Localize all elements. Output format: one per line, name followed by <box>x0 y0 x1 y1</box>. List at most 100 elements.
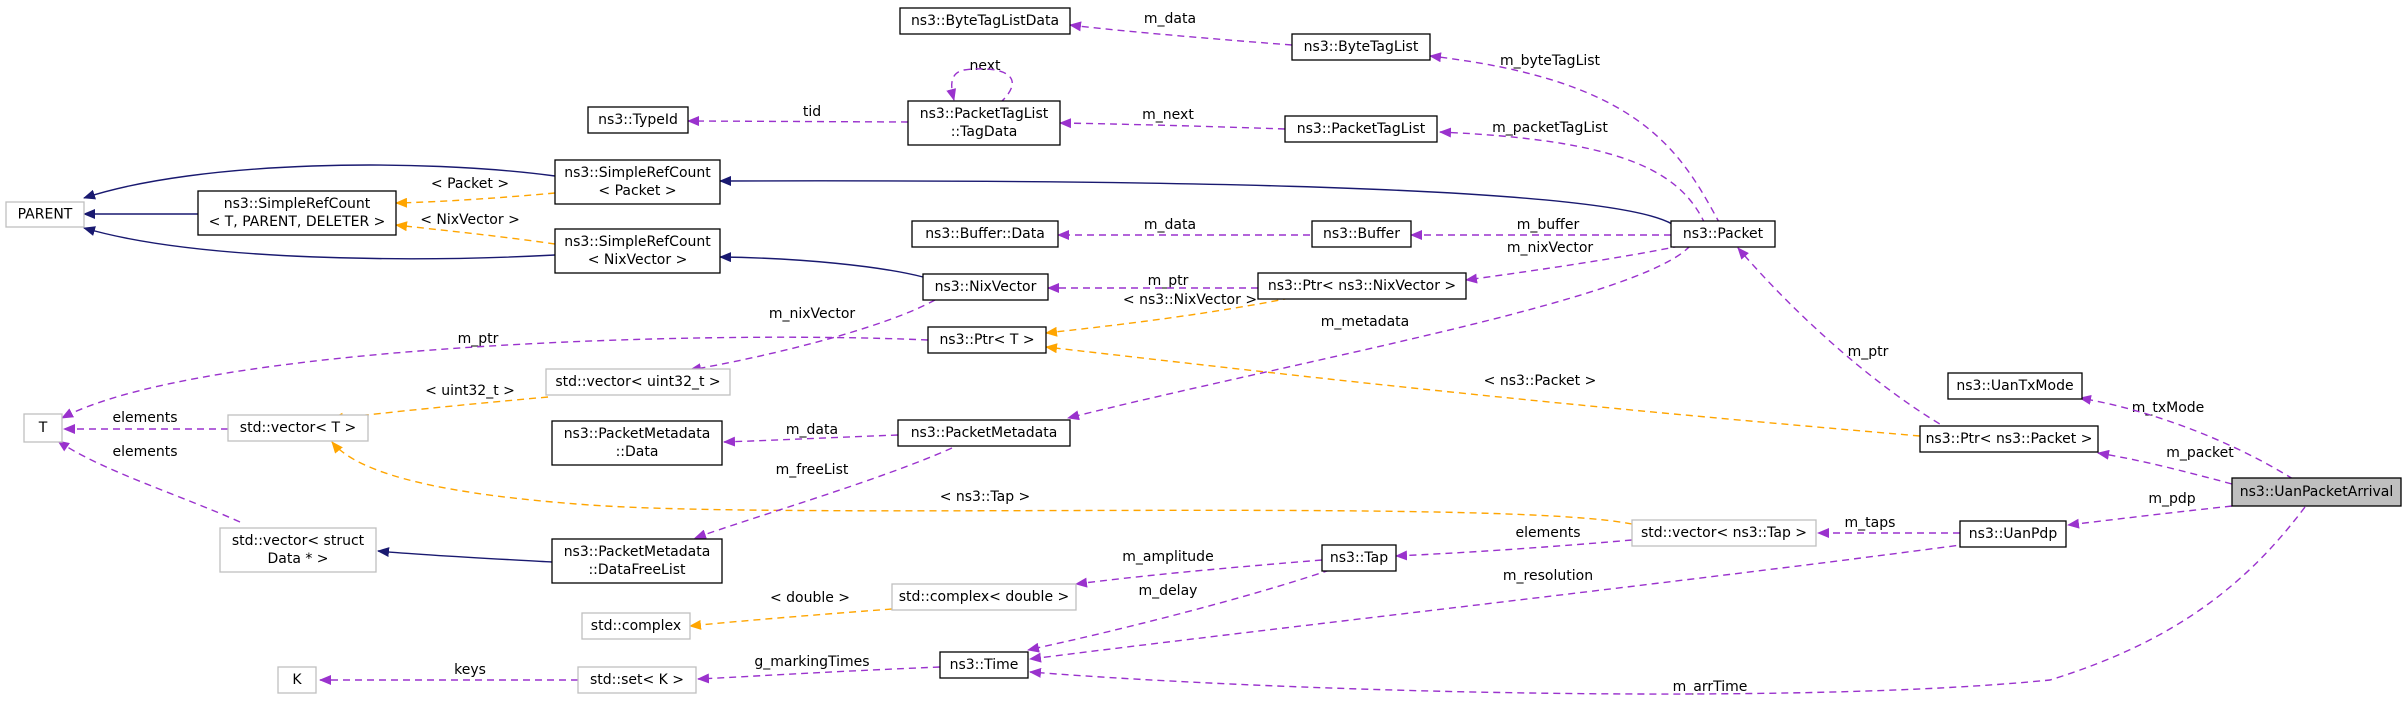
node-time[interactable]: ns3::Time <box>939 651 1029 679</box>
svg-text:ns3::PacketMetadata: ns3::PacketMetadata <box>911 425 1058 441</box>
svg-text:ns3::Ptr< ns3::NixVector >: ns3::Ptr< ns3::NixVector > <box>1268 278 1456 294</box>
node-packettaglist[interactable]: ns3::PacketTagList <box>1284 115 1438 143</box>
svg-text:elements: elements <box>1515 525 1580 541</box>
svg-text:elements: elements <box>112 444 177 460</box>
node-nixvector[interactable]: ns3::NixVector <box>922 273 1049 301</box>
edge-uanpdp-to-time: m_resolution <box>1029 543 1969 663</box>
svg-text:m_delay: m_delay <box>1139 583 1198 599</box>
edge-label-elements-tap: elements <box>1515 525 1580 541</box>
node-bytetaglistdata[interactable]: ns3::ByteTagListData <box>899 7 1071 35</box>
node-simplerefcount-generic[interactable]: ns3::SimpleRefCount < T, PARENT, DELETER… <box>197 190 397 236</box>
edge-label-next: next <box>969 58 1001 74</box>
edge-packet-to-srcpacket <box>719 175 1673 225</box>
node-uanpdp[interactable]: ns3::UanPdp <box>1959 520 2067 548</box>
edge-label-m-next: m_next <box>1142 107 1194 123</box>
svg-text:std::complex: std::complex <box>591 618 681 634</box>
node-k[interactable]: K <box>277 666 317 694</box>
node-ptr-t[interactable]: ns3::Ptr< T > <box>927 326 1047 354</box>
edge-nixvector-to-vecuint: m_nixVector <box>689 299 936 374</box>
svg-text:ns3::Ptr< ns3::Packet >: ns3::Ptr< ns3::Packet > <box>1926 431 2093 447</box>
edge-pm-to-freelist: m_freeList <box>694 447 953 540</box>
node-buffer-data[interactable]: ns3::Buffer::Data <box>911 220 1059 248</box>
node-uanpacketarrival[interactable]: ns3::UanPacketArrival <box>2231 477 2402 507</box>
node-typeid[interactable]: ns3::TypeId <box>587 106 689 134</box>
edge-label-m-bytetaglist: m_byteTagList <box>1500 53 1601 69</box>
node-buffer[interactable]: ns3::Buffer <box>1311 220 1412 248</box>
edge-packet-to-buffer: m_buffer <box>1410 217 1671 240</box>
svg-text:m_ptr: m_ptr <box>1148 273 1189 289</box>
node-packet[interactable]: ns3::Packet <box>1670 220 1776 248</box>
node-complex-double[interactable]: std::complex< double > <box>891 583 1077 611</box>
edge-ptrpacket-to-ptrt: < ns3::Packet > <box>1045 343 1921 437</box>
node-vector-tap[interactable]: std::vector< ns3::Tap > <box>1631 519 1817 547</box>
node-ptr-nixvector[interactable]: ns3::Ptr< ns3::NixVector > <box>1257 272 1467 300</box>
node-packetmetadata-datafreelist[interactable]: ns3::PacketMetadata ::DataFreeList <box>551 538 723 584</box>
edge-label-uint32-tpl: < uint32_t > <box>425 383 515 399</box>
svg-text:< NixVector >: < NixVector > <box>420 212 520 228</box>
node-packettaglist-tagdata[interactable]: ns3::PacketTagList ::TagData <box>907 100 1061 146</box>
node-ptr-packet[interactable]: ns3::Ptr< ns3::Packet > <box>1919 425 2099 453</box>
edge-nixvector-to-srcnix <box>719 252 924 278</box>
edge-arrival-to-time: m_arrTime <box>1029 506 2306 695</box>
svg-text:::Data: ::Data <box>616 444 659 460</box>
svg-text:m_data: m_data <box>786 422 838 438</box>
svg-text:std::vector< struct: std::vector< struct <box>232 533 365 549</box>
edge-label-keys: keys <box>454 662 486 678</box>
node-simplerefcount-packet[interactable]: ns3::SimpleRefCount < Packet > <box>554 159 721 205</box>
svg-text:m_packetTagList: m_packetTagList <box>1492 120 1608 136</box>
svg-text:< ns3::Packet >: < ns3::Packet > <box>1484 373 1597 389</box>
node-packetmetadata[interactable]: ns3::PacketMetadata <box>897 419 1071 447</box>
edge-label-nix-tpl: < NixVector > <box>420 212 520 228</box>
svg-text:ns3::Ptr< T >: ns3::Ptr< T > <box>939 332 1034 348</box>
edge-srcnix-to-parent <box>83 226 556 260</box>
edge-label-m-resolution: m_resolution <box>1503 568 1593 584</box>
edge-srcnix-to-srcgeneric: < NixVector > <box>395 212 556 245</box>
svg-text:m_nixVector: m_nixVector <box>769 306 856 322</box>
svg-text:m_arrTime: m_arrTime <box>1673 679 1748 695</box>
edge-label-m-ptr-t: m_ptr <box>458 331 499 347</box>
svg-text:m_byteTagList: m_byteTagList <box>1500 53 1601 69</box>
svg-text:< T, PARENT, DELETER >: < T, PARENT, DELETER > <box>209 214 386 230</box>
edge-packet-to-pm: m_metadata <box>1067 245 1691 421</box>
node-bytetaglist[interactable]: ns3::ByteTagList <box>1291 33 1431 61</box>
svg-text:< Packet >: < Packet > <box>431 176 509 192</box>
node-packetmetadata-data[interactable]: ns3::PacketMetadata ::Data <box>551 420 723 466</box>
node-vector-uint32[interactable]: std::vector< uint32_t > <box>545 368 731 396</box>
edge-label-packet-tpl: < Packet > <box>431 176 509 192</box>
svg-text:ns3::Time: ns3::Time <box>950 657 1019 673</box>
svg-text:ns3::TypeId: ns3::TypeId <box>598 112 678 128</box>
edge-vectap-to-vect: < ns3::Tap > <box>331 441 1633 525</box>
edge-tap-to-complexdouble: m_amplitude <box>1075 549 1323 588</box>
node-uantxmode[interactable]: ns3::UanTxMode <box>1947 372 2083 400</box>
svg-text:g_markingTimes: g_markingTimes <box>754 654 869 670</box>
node-parent[interactable]: PARENT <box>5 201 85 228</box>
svg-text:< Packet >: < Packet > <box>598 183 676 199</box>
node-t[interactable]: T <box>23 413 63 443</box>
node-tap[interactable]: ns3::Tap <box>1321 544 1397 572</box>
svg-text:ns3::PacketTagList: ns3::PacketTagList <box>1297 121 1426 137</box>
edge-vecuint-to-vect: < uint32_t > <box>331 383 549 423</box>
edge-tap-to-time: m_delay <box>1027 569 1331 653</box>
svg-text:m_data: m_data <box>1144 217 1196 233</box>
svg-text:std::vector< ns3::Tap >: std::vector< ns3::Tap > <box>1641 525 1807 541</box>
node-vector-t[interactable]: std::vector< T > <box>227 414 369 442</box>
edge-label-m-pdp: m_pdp <box>2148 491 2195 507</box>
svg-text:ns3::SimpleRefCount: ns3::SimpleRefCount <box>564 165 711 181</box>
svg-text:::DataFreeList: ::DataFreeList <box>588 562 686 578</box>
svg-text:m_taps: m_taps <box>1845 515 1896 531</box>
edge-bytetaglist-to-data: m_data <box>1069 11 1293 46</box>
svg-text:< double >: < double > <box>770 590 850 606</box>
edge-label-elements2: elements <box>112 444 177 460</box>
edge-freelist-to-vecstruct <box>377 547 553 563</box>
node-complex[interactable]: std::complex <box>581 612 691 640</box>
edge-ptrt-to-t: m_ptr <box>61 331 929 419</box>
svg-text:ns3::Packet: ns3::Packet <box>1683 226 1764 242</box>
edge-label-m-delay: m_delay <box>1139 583 1198 599</box>
node-vector-struct-data[interactable]: std::vector< struct Data * > <box>219 527 377 573</box>
node-set-k[interactable]: std::set< K > <box>577 666 697 694</box>
edge-label-m-freelist: m_freeList <box>776 462 849 478</box>
svg-text:m_data: m_data <box>1144 11 1196 27</box>
edge-label-m-nixvector: m_nixVector <box>1507 240 1594 256</box>
node-simplerefcount-nixvector[interactable]: ns3::SimpleRefCount < NixVector > <box>554 228 721 274</box>
